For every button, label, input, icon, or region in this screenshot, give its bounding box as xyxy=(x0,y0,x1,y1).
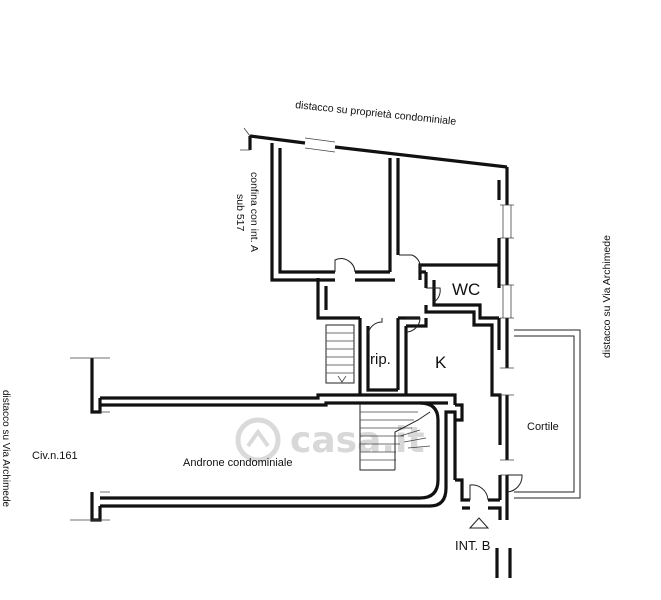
kitchen-label: K xyxy=(435,353,447,372)
courtyard-outline xyxy=(514,329,581,499)
small-stair xyxy=(325,324,355,384)
top-boundary-label: distacco su proprietà condominiale xyxy=(295,99,457,128)
left-note-line1: confina con int. A xyxy=(248,172,260,252)
civic-number-label: Civ.n.161 xyxy=(32,450,78,462)
rip-label: rip. xyxy=(370,351,391,368)
hall-walls xyxy=(70,357,502,522)
entrance-label: INT. B xyxy=(455,538,490,553)
main-stair xyxy=(359,403,431,471)
courtyard-label: Cortile xyxy=(527,421,559,433)
entrance-marker xyxy=(468,517,512,578)
hall-label: Androne condominiale xyxy=(183,457,292,469)
watermark-text: casa.it xyxy=(290,420,425,461)
left-note-line2: sub 517 xyxy=(234,194,246,232)
right-boundary-label: distacco su Via Archimede xyxy=(601,235,613,358)
unit-walls xyxy=(240,127,514,520)
watermark: casa.it xyxy=(235,417,425,463)
left-edge-boundary-label: distacco su Via Archimede xyxy=(0,390,11,508)
doors xyxy=(334,254,523,501)
wc-label: WC xyxy=(452,280,480,299)
